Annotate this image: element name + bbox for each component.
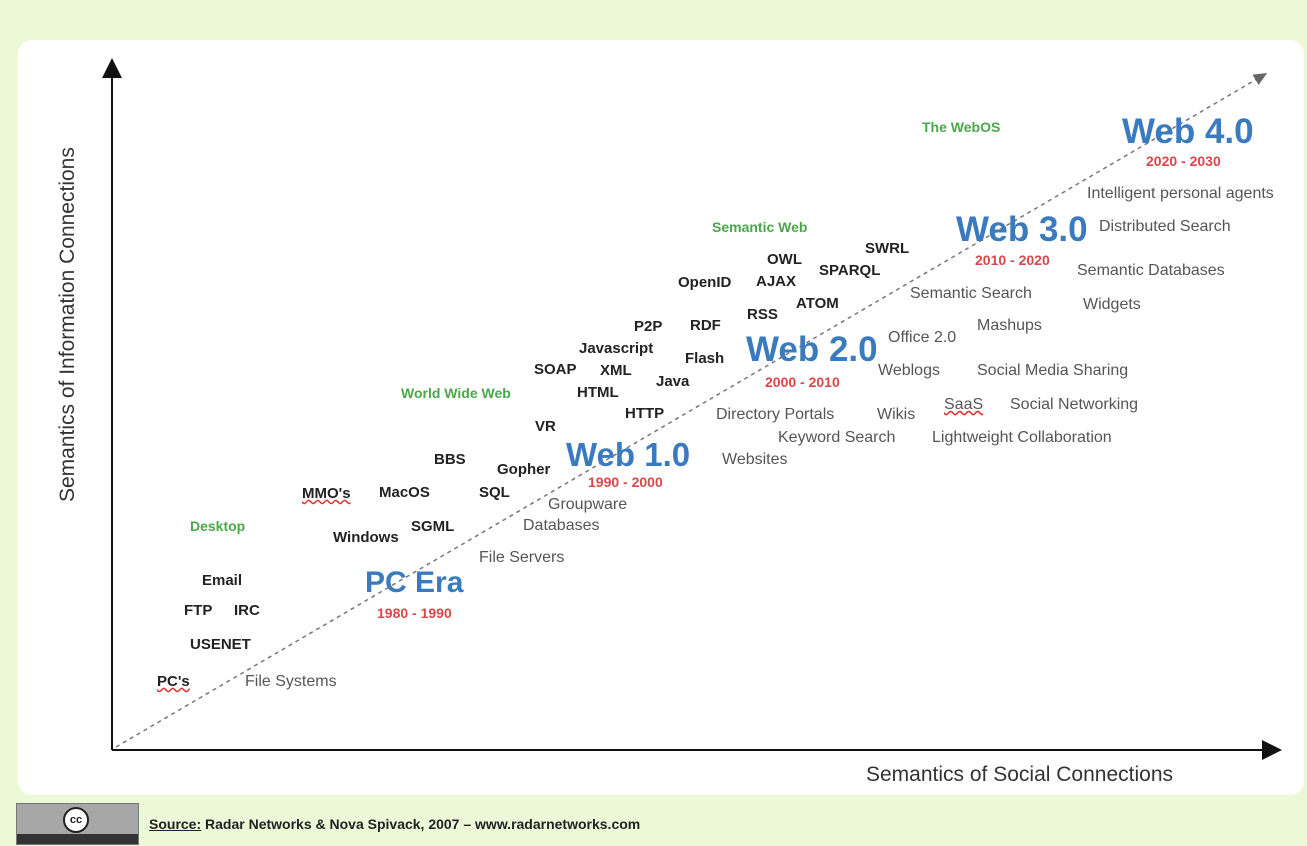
tech-label: MMO's [302, 485, 351, 502]
app-label: Office 2.0 [888, 329, 957, 346]
tech-label: IRC [234, 602, 260, 619]
tech-label: VR [535, 418, 556, 435]
app-label: Mashups [977, 317, 1042, 334]
creative-commons-icon[interactable]: cc [16, 803, 139, 845]
tech-label: Java [656, 373, 690, 390]
tech-label: SOAP [534, 361, 577, 378]
app-label: Directory Portals [716, 406, 835, 423]
tech-label: Email [202, 572, 243, 589]
tech-label: BBS [434, 451, 466, 468]
app-label: Distributed Search [1099, 218, 1231, 235]
app-label: Weblogs [878, 362, 940, 379]
app-label: Social Media Sharing [977, 362, 1129, 379]
tech-label: ATOM [796, 295, 839, 312]
tech-label: OpenID [678, 274, 732, 291]
app-label: Semantic Databases [1077, 262, 1225, 279]
app-label: Groupware [548, 496, 628, 513]
app-label: SaaS [944, 396, 984, 413]
theme-semantic-web: Semantic Web [712, 219, 808, 235]
app-label: Semantic Search [910, 285, 1032, 302]
trend-arrow [115, 72, 1268, 748]
app-label: File Systems [245, 673, 337, 690]
tech-label: P2P [634, 318, 663, 335]
y-axis-label: Semantics of Information Connections [56, 147, 79, 502]
tech-label: RSS [747, 306, 778, 323]
theme-desktop: Desktop [190, 518, 246, 534]
x-axis-label: Semantics of Social Connections [866, 763, 1173, 786]
tech-label: AJAX [756, 273, 797, 290]
tech-label: MacOS [379, 484, 430, 501]
cc-symbol: cc [63, 807, 89, 833]
theme-webos: The WebOS [922, 119, 1001, 135]
app-label: Keyword Search [778, 429, 896, 446]
tech-label: Windows [333, 529, 399, 546]
tech-label: SWRL [865, 240, 910, 257]
tech-label: Flash [685, 350, 725, 367]
theme-world-wide-web: World Wide Web [401, 385, 511, 401]
tech-label: SQL [479, 484, 510, 501]
tech-label: HTTP [625, 405, 665, 422]
era-web2: Web 2.0 [746, 330, 878, 369]
license-strip [17, 834, 138, 844]
tech-label: USENET [190, 636, 251, 653]
tech-label: Javascript [579, 340, 654, 357]
era-web4: Web 4.0 [1122, 112, 1254, 151]
era-pc: PC Era [365, 566, 464, 599]
era-web1: Web 1.0 [566, 436, 691, 473]
tech-label: Gopher [497, 461, 551, 478]
source-credit: Source: Radar Networks & Nova Spivack, 2… [149, 816, 640, 832]
era-web4-years: 2020 - 2030 [1146, 153, 1221, 169]
tech-label: XML [600, 362, 632, 379]
era-web2-years: 2000 - 2010 [765, 374, 840, 390]
tech-label: FTP [184, 602, 213, 619]
axes [102, 58, 1282, 760]
tech-label: HTML [577, 384, 619, 401]
tech-label: OWL [767, 251, 802, 268]
app-label: Databases [523, 517, 600, 534]
app-label: Intelligent personal agents [1087, 185, 1274, 202]
era-web3: Web 3.0 [956, 210, 1088, 249]
tech-label: SPARQL [819, 262, 881, 279]
app-label: Lightweight Collaboration [932, 429, 1112, 446]
era-web1-years: 1990 - 2000 [588, 474, 663, 490]
diagram-panel [18, 40, 1304, 795]
tech-label: PC's [157, 673, 190, 690]
app-label: Social Networking [1010, 396, 1139, 413]
app-label: Wikis [877, 406, 916, 423]
app-label: File Servers [479, 549, 565, 566]
source-text: Radar Networks & Nova Spivack, 2007 – ww… [205, 816, 641, 832]
tech-label: RDF [690, 317, 721, 334]
app-label: Widgets [1083, 296, 1141, 313]
tech-label: SGML [411, 518, 455, 535]
app-label: Websites [722, 451, 788, 468]
era-web3-years: 2010 - 2020 [975, 252, 1050, 268]
source-label: Source: [149, 816, 202, 832]
era-pc-years: 1980 - 1990 [377, 605, 452, 621]
